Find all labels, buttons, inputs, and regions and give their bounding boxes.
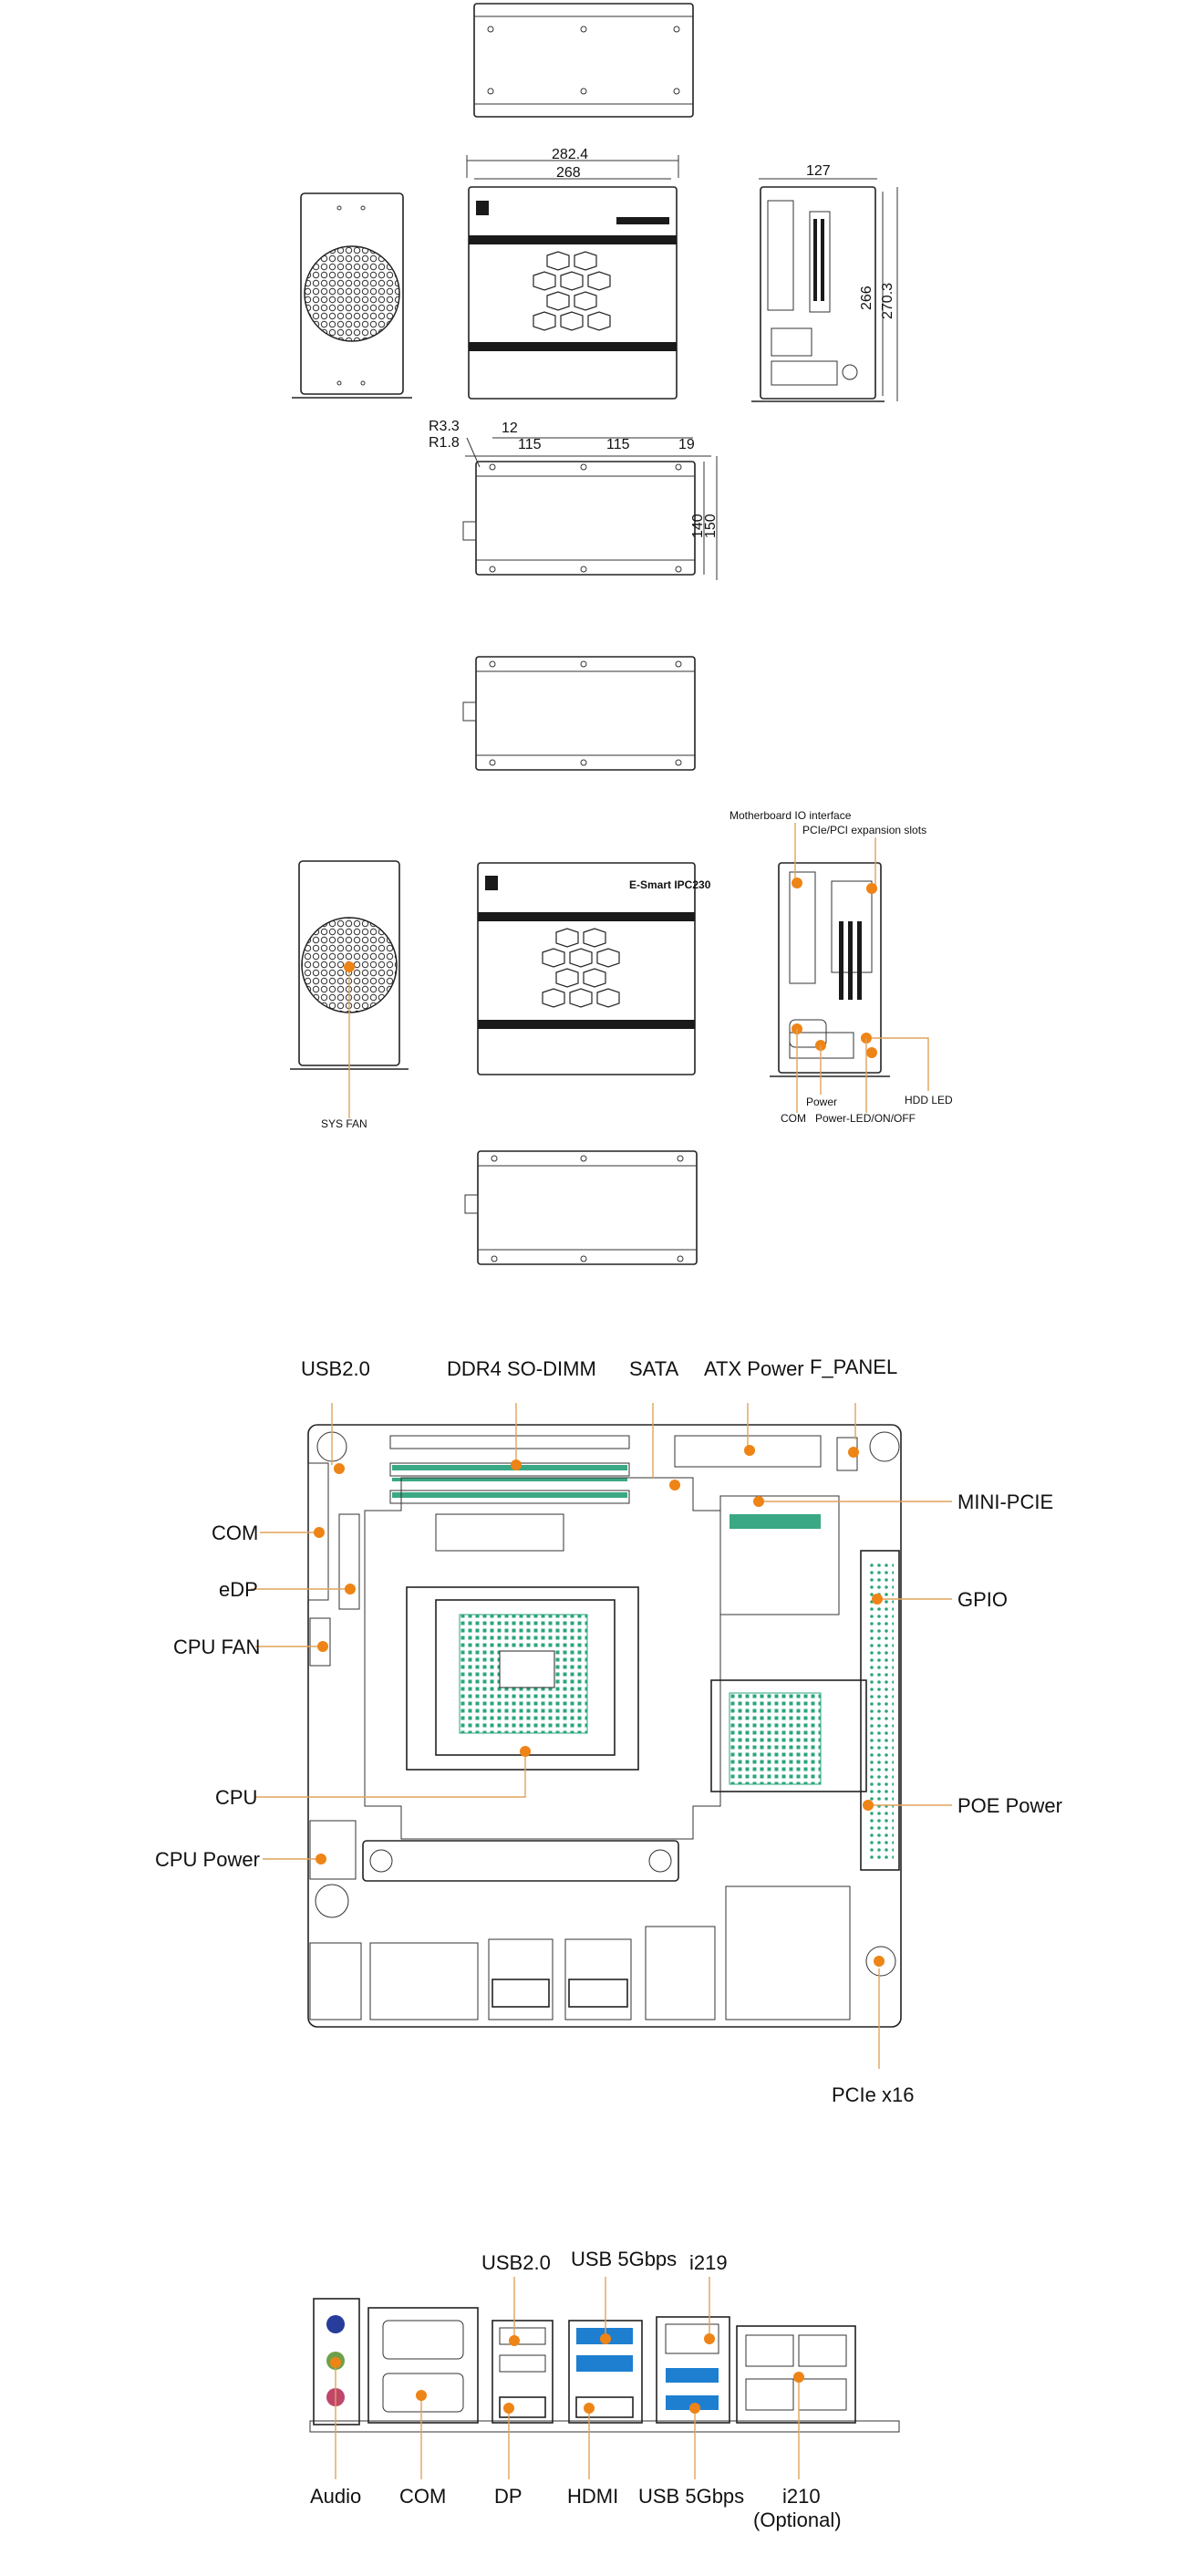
dim-hole-span-2: 115 — [606, 437, 630, 452]
dim-radius-outer: R3.3 — [429, 419, 460, 434]
atx-power-label: ATX Power — [704, 1357, 804, 1380]
atx-power-dot — [744, 1445, 755, 1456]
f-panel-dot — [848, 1447, 859, 1458]
audio-dot — [330, 2357, 341, 2368]
top-view-chassis-2 — [462, 656, 696, 771]
power-led-label: Power-LED/ON/OFF — [815, 1112, 916, 1125]
hdmi-label: HDMI — [567, 2485, 618, 2508]
hdmi-dot — [584, 2403, 595, 2414]
dim-height-outer: 270.3 — [880, 283, 895, 319]
mini-pcie-dot — [753, 1496, 764, 1507]
pcie-x16-label: PCIe x16 — [832, 2083, 915, 2106]
com-label: COM — [781, 1112, 806, 1125]
edp-label: eDP — [219, 1578, 258, 1601]
edp-dot — [345, 1584, 356, 1594]
usb20-io-dot — [509, 2335, 520, 2346]
com-io-dot — [416, 2390, 427, 2401]
usb5-bottom-label: USB 5Gbps — [638, 2485, 744, 2508]
front-view-chassis: 282.4 268 — [466, 147, 679, 400]
usb20-io-label: USB2.0 — [481, 2251, 551, 2274]
hdd-led-label: HDD LED — [905, 1094, 953, 1106]
dp-dot — [503, 2403, 514, 2414]
dim-radius-inner: R1.8 — [429, 435, 460, 451]
mini-pcie-label: MINI-PCIE — [957, 1491, 1053, 1513]
i210-label: i210 — [782, 2485, 821, 2508]
dim-depth: 127 — [806, 163, 831, 179]
dim-bracket-outer: 150 — [703, 514, 719, 538]
cpu-power-dot — [316, 1854, 326, 1864]
cpu-dot — [520, 1746, 531, 1757]
dim-bracket-inner: 140 — [690, 514, 706, 538]
f-panel-label: F_PANEL — [810, 1356, 897, 1378]
gpio-label: GPIO — [957, 1588, 1008, 1611]
side-view-fan — [292, 192, 412, 399]
dim-width-outer: 282.4 — [552, 147, 588, 162]
bottom-view-chassis-2 — [464, 1150, 698, 1265]
usb5-bottom-dot — [689, 2403, 700, 2414]
i210-dot — [793, 2372, 804, 2383]
i210-note-label: (Optional) — [753, 2508, 842, 2531]
poe-power-dot — [863, 1800, 874, 1811]
bottom-view-mounting: R3.3 R1.8 12 115 115 19 140 150 — [429, 419, 719, 580]
dim-hole-span-1: 115 — [518, 437, 542, 452]
com-board-dot — [314, 1527, 325, 1538]
i219-dot — [704, 2333, 715, 2344]
cpu-fan-label: CPU FAN — [173, 1636, 260, 1658]
rear-view-callouts: Motherboard IO interface PCIe/PCI expans… — [730, 809, 953, 1125]
top-view-chassis — [473, 3, 694, 118]
pcie-x16-dot — [874, 1956, 885, 1967]
power-label: Power — [806, 1096, 837, 1108]
usb5-top-label: USB 5Gbps — [571, 2248, 677, 2270]
io-interface-label: Motherboard IO interface — [730, 809, 852, 822]
expansion-callout-dot — [866, 883, 877, 894]
side-view-fan-2: SYS FAN — [290, 860, 409, 1130]
rear-io-panel: USB2.0 USB 5Gbps i219 Audio COM DP HDMI … — [309, 2248, 900, 2531]
rear-view-chassis: 127 266 270.3 — [751, 163, 898, 402]
sata-dot — [669, 1480, 680, 1491]
com-io-label: COM — [399, 2485, 446, 2508]
sys-fan-callout-dot — [344, 961, 355, 972]
audio-label: Audio — [310, 2485, 361, 2508]
hdd-led-callout-dot — [866, 1047, 877, 1058]
cpu-label: CPU — [215, 1786, 257, 1809]
front-view-chassis-2: E-Smart IPC230 — [477, 862, 711, 1075]
ddr4-dot — [511, 1459, 522, 1470]
io-interface-callout-dot — [792, 878, 802, 888]
gpio-dot — [872, 1594, 883, 1605]
com-board-label: COM — [212, 1522, 258, 1544]
dim-width-inner: 268 — [556, 165, 581, 181]
dim-hole-end: 19 — [678, 437, 695, 452]
i219-label: i219 — [689, 2251, 728, 2274]
usb20-board-label: USB2.0 — [301, 1357, 370, 1380]
usb5-top-dot — [600, 2333, 611, 2344]
sys-fan-label: SYS FAN — [321, 1117, 367, 1130]
cpu-fan-dot — [317, 1641, 328, 1652]
expansion-slots-label: PCIe/PCI expansion slots — [802, 824, 926, 836]
brand-text: E-Smart IPC230 — [629, 878, 711, 891]
front-vent-pattern — [533, 251, 611, 331]
motherboard-layout: USB2.0 DDR4 SO-DIMM SATA ATX Power F_PAN… — [155, 1356, 1062, 2106]
dim-height-inner: 266 — [859, 286, 874, 310]
poe-power-label: POE Power — [957, 1794, 1062, 1817]
ddr4-label: DDR4 SO-DIMM — [447, 1357, 596, 1380]
usb20-board-dot — [334, 1463, 345, 1474]
cpu-power-label: CPU Power — [155, 1848, 260, 1871]
dp-label: DP — [494, 2485, 523, 2508]
sata-label: SATA — [629, 1357, 679, 1380]
dim-hole-offset: 12 — [502, 421, 518, 436]
